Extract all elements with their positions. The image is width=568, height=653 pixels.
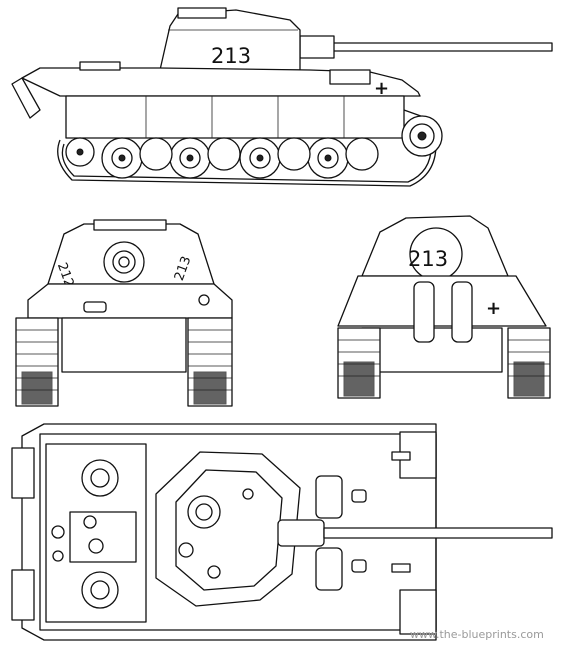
rear-turret-number: 213 bbox=[408, 247, 448, 271]
rear-exhaust-right bbox=[451, 281, 473, 343]
top-turret bbox=[155, 451, 301, 607]
top-left-fender-rear bbox=[11, 447, 35, 499]
side-road-wheels bbox=[65, 137, 379, 179]
rear-balkenkreuz: + bbox=[486, 298, 501, 319]
top-gun-mantlet bbox=[277, 519, 325, 547]
top-headlight bbox=[391, 451, 411, 461]
front-gun-muzzle bbox=[118, 256, 130, 268]
rear-track-left bbox=[337, 327, 381, 399]
front-lower-hull bbox=[61, 317, 187, 373]
side-skirts bbox=[65, 95, 405, 139]
top-view bbox=[11, 423, 553, 641]
rear-view: 213 + bbox=[337, 215, 551, 399]
front-mg-port bbox=[198, 294, 210, 306]
front-track-right bbox=[187, 317, 233, 407]
side-turret-number: 213 bbox=[211, 44, 251, 68]
side-gun-mantlet bbox=[299, 35, 335, 59]
rear-exhaust-left bbox=[413, 281, 435, 343]
rear-track-right bbox=[507, 327, 551, 399]
top-left-fender-front bbox=[11, 569, 35, 621]
side-tool-box bbox=[79, 61, 121, 71]
front-driver-visor bbox=[83, 301, 107, 313]
side-front-hull bbox=[11, 77, 41, 119]
side-exhaust bbox=[329, 69, 371, 85]
rear-hull-plate bbox=[337, 275, 547, 327]
side-cupola bbox=[177, 7, 227, 19]
side-balkenkreuz: + bbox=[374, 78, 389, 99]
top-filler-cap bbox=[51, 525, 65, 539]
top-radio-hatch bbox=[315, 547, 343, 591]
top-engine-hatch bbox=[69, 511, 137, 563]
side-view: 213 + bbox=[11, 7, 553, 187]
top-right-stowage-bottom bbox=[399, 589, 437, 635]
front-turret-roof bbox=[93, 219, 167, 231]
top-gun-barrel bbox=[323, 527, 553, 539]
front-track-left bbox=[15, 317, 59, 407]
front-view: 212 213 bbox=[15, 219, 233, 407]
side-gun-barrel bbox=[329, 42, 553, 52]
watermark: www.the-blueprints.com bbox=[410, 628, 544, 641]
top-driver-hatch bbox=[315, 475, 343, 519]
side-turret bbox=[159, 9, 301, 71]
